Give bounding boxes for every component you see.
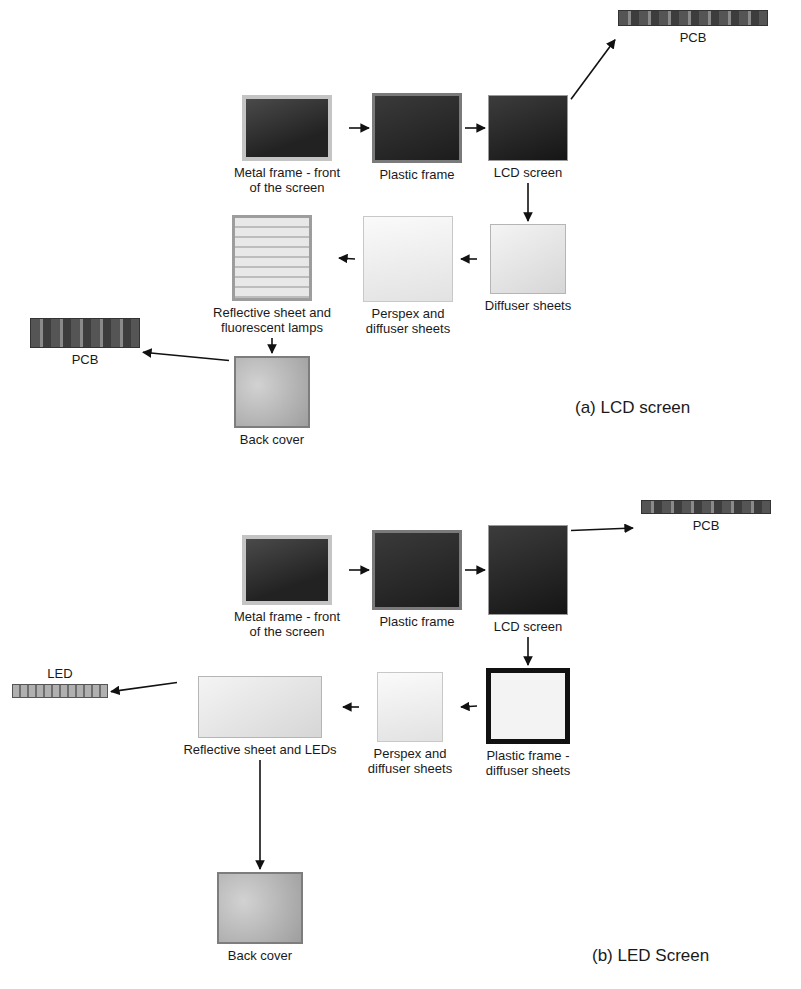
flow-arrow xyxy=(527,637,529,665)
part-caption: LCD screen xyxy=(488,165,568,180)
part-photo xyxy=(641,500,771,514)
part-caption: PCB xyxy=(30,352,140,367)
flow-arrow xyxy=(465,127,485,129)
part-photo xyxy=(377,672,443,742)
part-photo xyxy=(12,684,108,698)
part-photo xyxy=(198,676,322,738)
part-photo xyxy=(232,215,312,301)
flow-arrow xyxy=(339,258,355,259)
part-caption: LCD screen xyxy=(488,619,568,634)
part-photo-node: Reflective sheet and fluorescent lamps xyxy=(208,215,336,335)
part-caption: PCB xyxy=(636,518,776,533)
part-photo xyxy=(490,224,566,294)
part-photo-node: Perspex and diffuser sheets xyxy=(362,672,458,776)
part-photo-node: LCD screen xyxy=(488,525,568,634)
figure-panel-label: (a) LCD screen xyxy=(575,398,690,418)
flow-arrow xyxy=(571,528,633,530)
figure-panel-label: (b) LED Screen xyxy=(592,946,709,966)
part-photo-node: Metal frame - front of the screen xyxy=(228,95,346,195)
part-photo xyxy=(363,216,453,302)
part-caption: Back cover xyxy=(217,948,303,963)
flow-arrow xyxy=(349,569,369,571)
flow-arrow xyxy=(527,183,529,221)
part-photo-node: Plastic frame - diffuser sheets xyxy=(480,668,576,778)
part-caption: Reflective sheet and fluorescent lamps xyxy=(208,305,336,335)
part-photo-node: PCB xyxy=(636,500,776,533)
part-photo xyxy=(618,10,768,26)
part-caption: LED xyxy=(12,666,108,681)
part-photo-node: Plastic frame xyxy=(372,530,462,629)
part-photo-node: PCB xyxy=(618,10,768,45)
part-photo-node: Plastic frame xyxy=(372,93,462,182)
flow-arrow xyxy=(259,760,261,869)
flow-arrow xyxy=(461,258,477,260)
part-photo-node: Perspex and diffuser sheets xyxy=(358,216,458,336)
part-photo xyxy=(486,668,570,744)
part-photo xyxy=(30,318,140,348)
flow-arrow xyxy=(465,569,485,571)
part-caption: Reflective sheet and LEDs xyxy=(180,742,340,757)
part-caption: Metal frame - front of the screen xyxy=(228,165,346,195)
part-caption: Plastic frame xyxy=(372,167,462,182)
part-photo xyxy=(488,95,568,161)
part-photo-node: Reflective sheet and LEDs xyxy=(180,676,340,757)
flow-arrow xyxy=(349,127,369,129)
part-photo-node: Back cover xyxy=(217,872,303,963)
part-photo xyxy=(234,356,310,428)
part-photo xyxy=(242,95,332,161)
flow-arrow xyxy=(143,352,229,360)
part-caption: Diffuser sheets xyxy=(480,298,576,313)
part-photo-node: LCD screen xyxy=(488,95,568,180)
part-photo-node: Diffuser sheets xyxy=(480,224,576,313)
part-caption: Back cover xyxy=(232,432,312,447)
part-photo xyxy=(217,872,303,944)
part-photo-node: Back cover xyxy=(232,356,312,447)
part-caption: Plastic frame - diffuser sheets xyxy=(480,748,576,778)
flow-arrow xyxy=(461,706,477,707)
part-caption: Metal frame - front of the screen xyxy=(228,609,346,639)
part-caption: Plastic frame xyxy=(372,614,462,629)
part-caption: PCB xyxy=(618,30,768,45)
part-photo-node: PCB xyxy=(30,318,140,367)
flow-arrow xyxy=(571,40,615,100)
part-photo xyxy=(242,535,332,605)
flow-arrow xyxy=(343,706,359,708)
part-photo-node: Metal frame - front of the screen xyxy=(228,535,346,639)
part-caption: Perspex and diffuser sheets xyxy=(358,306,458,336)
part-photo xyxy=(372,93,462,163)
part-photo xyxy=(372,530,462,610)
part-photo xyxy=(488,525,568,615)
flow-arrow xyxy=(271,338,273,353)
part-photo-node: LED xyxy=(12,666,108,698)
part-caption: Perspex and diffuser sheets xyxy=(362,746,458,776)
flow-arrow xyxy=(111,682,177,691)
